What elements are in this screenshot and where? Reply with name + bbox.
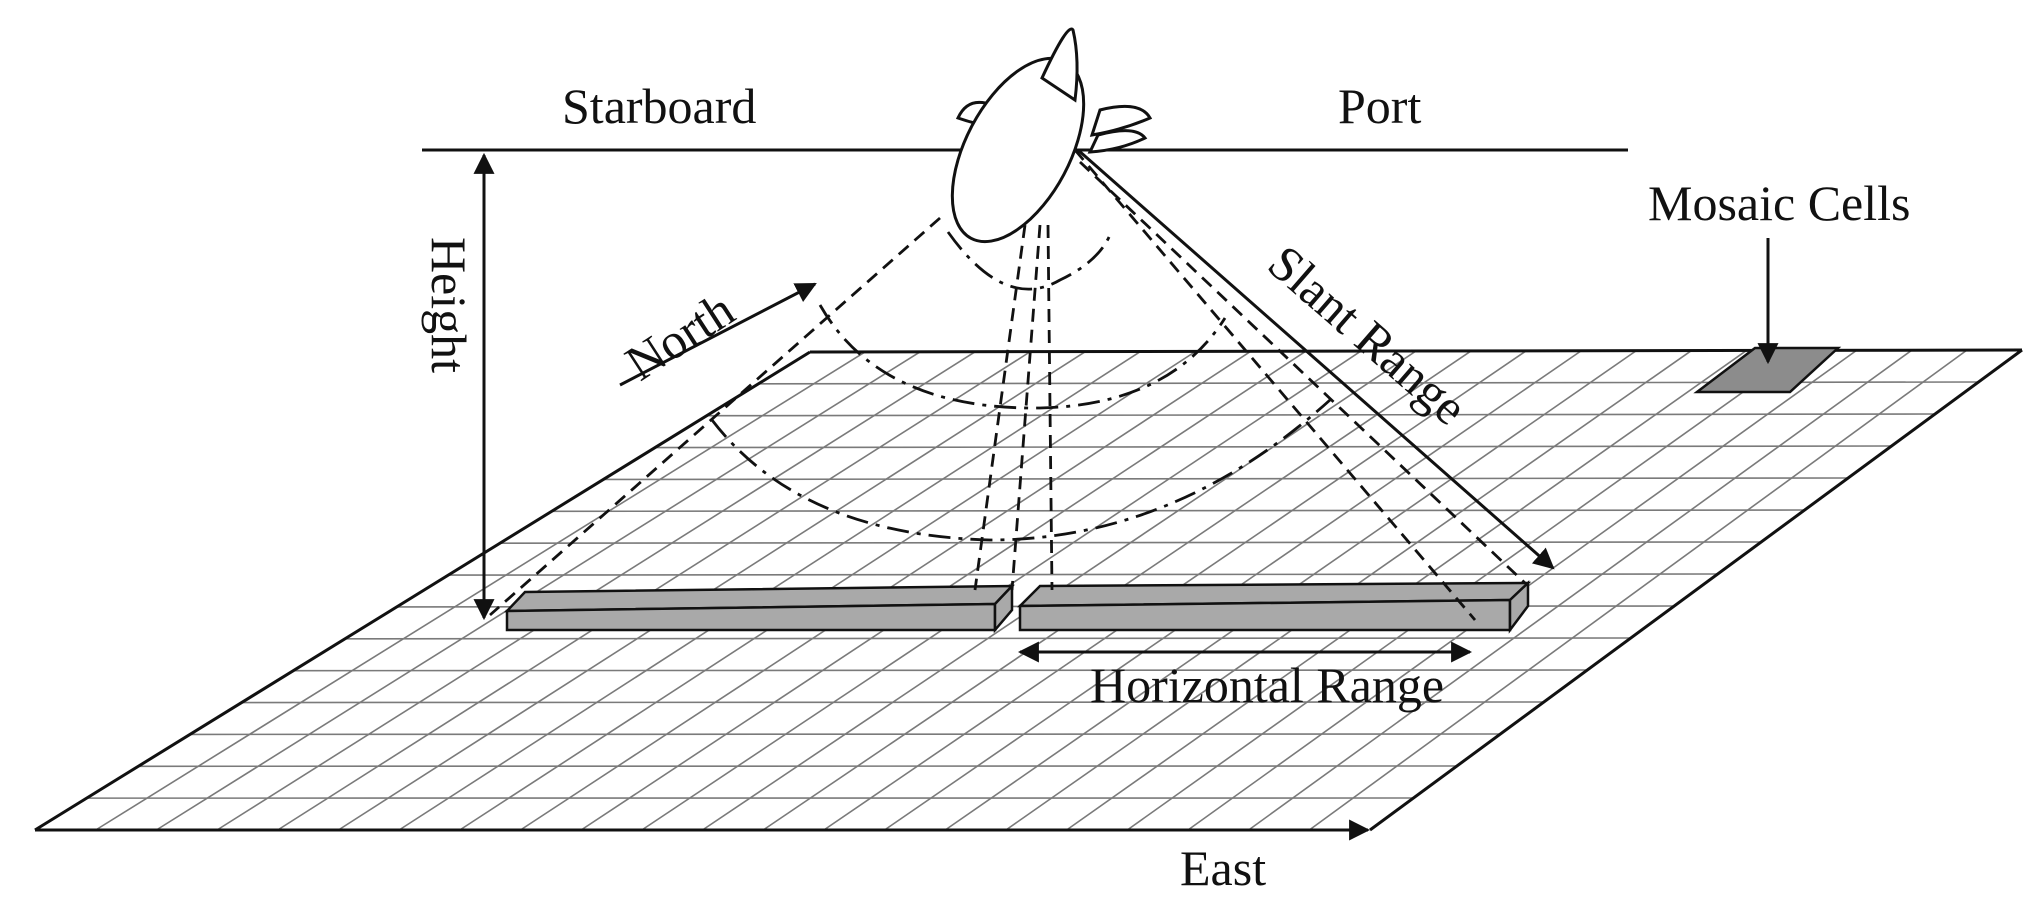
vehicle-icon [950,27,1153,244]
grid-line-northsouth-11 [603,477,1849,481]
grid-line-northsouth-12 [654,445,1892,449]
grid-line-northsouth-5 [293,669,1588,672]
north-label: North [615,281,743,392]
grid-line-northsouth-10 [551,509,1805,513]
mosaic-cell [1693,346,1842,394]
beam-rays [489,149,1526,621]
slant-range-arrow [1077,148,1555,570]
grid-line-northsouth-8 [448,573,1718,576]
height-label: Height [421,237,477,373]
grid-edge-left [34,350,811,832]
port-label: Port [1338,78,1421,134]
horizontal-range-label: Horizontal Range [1090,657,1444,713]
mosaic-cells-label: Mosaic Cells [1648,175,1910,231]
grid-line-eastwest-20 [1248,349,1913,831]
grid-line-eastwest-21 [1308,349,1968,831]
grid-line-northsouth-13 [706,413,1936,417]
range-arcs [710,231,1331,542]
port-swath [1016,580,1532,634]
north-axis-arrow [619,282,817,387]
grid-line-northsouth-6 [344,637,1631,640]
grid-line-northsouth-4 [241,701,1544,704]
grid-line-northsouth-9 [499,541,1762,545]
east-label: East [1180,840,1266,896]
starboard-swath [504,582,1015,634]
starboard-label: Starboard [562,78,756,134]
grid-edge-right [1369,348,2023,832]
